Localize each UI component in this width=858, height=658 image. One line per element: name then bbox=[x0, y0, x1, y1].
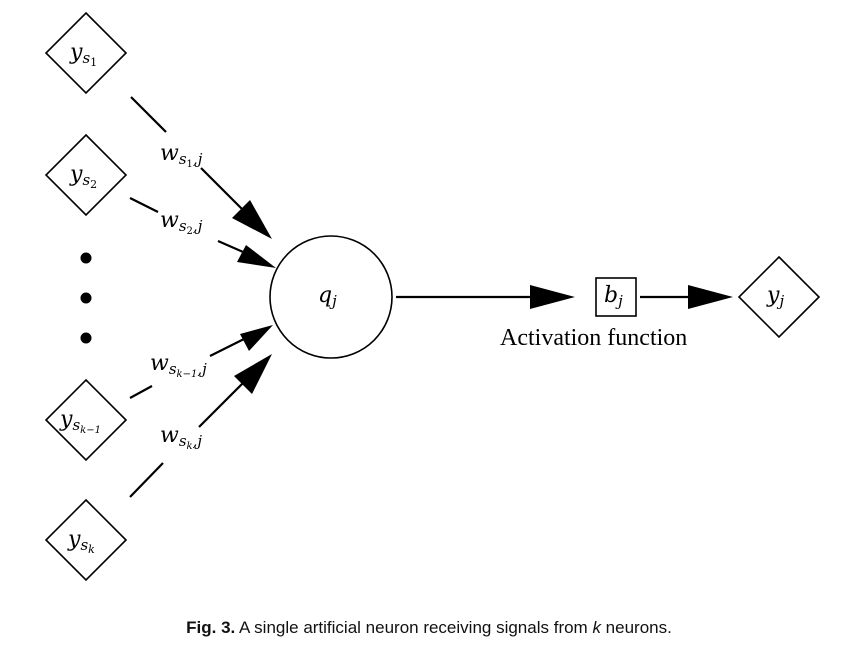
input-node-k: ysk bbox=[44, 498, 128, 582]
input-node-2: ys2 bbox=[44, 133, 128, 217]
caption-label: Fig. 3. bbox=[186, 618, 236, 637]
edge-k bbox=[129, 354, 272, 498]
svg-text:ysk: ysk bbox=[67, 527, 95, 556]
caption-text-before: A single artificial neuron receiving sig… bbox=[235, 618, 593, 637]
svg-text:ys1: ys1 bbox=[69, 40, 97, 69]
neuron-node: qj bbox=[269, 235, 393, 359]
edge-1 bbox=[130, 96, 272, 239]
svg-text:yj: yj bbox=[766, 283, 784, 310]
output-node: yj bbox=[737, 255, 821, 339]
edge-bias-to-output bbox=[640, 285, 733, 309]
neuron-diagram: ys1 ys2 ysk−1 ysk ws1,j ws2,j ws bbox=[44, 11, 821, 582]
svg-text:ys2: ys2 bbox=[69, 162, 97, 191]
edge-neuron-to-bias bbox=[396, 285, 575, 309]
input-node-1: ys1 bbox=[44, 11, 128, 95]
svg-text:qj: qj bbox=[318, 283, 337, 310]
svg-text:bj: bj bbox=[604, 283, 623, 310]
svg-text:ysk−1: ysk−1 bbox=[59, 407, 101, 436]
activation-function-label: Activation function bbox=[500, 325, 687, 351]
figure-caption: Fig. 3. A single artificial neuron recei… bbox=[0, 618, 858, 638]
ellipsis-dot-3 bbox=[80, 332, 92, 344]
edge-2 bbox=[129, 197, 276, 268]
bias-node: bj bbox=[595, 277, 637, 317]
weight-label-k-minus-1: wsk−1,j bbox=[150, 351, 207, 380]
weight-label-2: ws2,j bbox=[160, 208, 203, 237]
weight-label-1: ws1,j bbox=[160, 141, 203, 170]
caption-variable: k bbox=[592, 618, 601, 637]
caption-text-after: neurons. bbox=[600, 618, 672, 637]
input-node-k-minus-1: ysk−1 bbox=[44, 378, 128, 462]
weight-label-k: wsk,j bbox=[160, 423, 202, 452]
ellipsis-dot-2 bbox=[80, 292, 92, 304]
ellipsis-dot-1 bbox=[80, 252, 92, 264]
edge-k-minus-1 bbox=[129, 325, 273, 399]
